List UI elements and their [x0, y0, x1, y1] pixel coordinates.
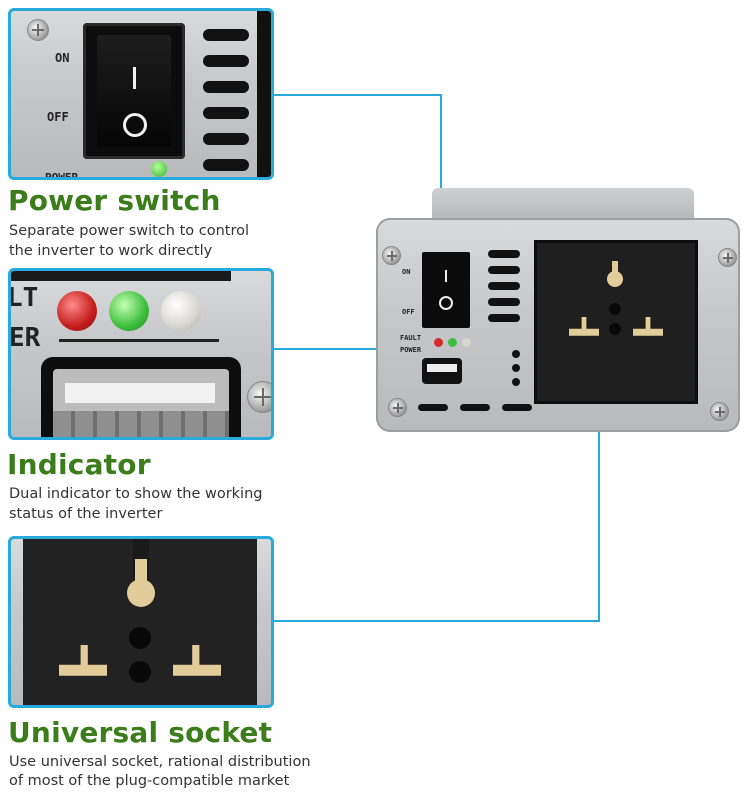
- zoom-on-label: ON: [55, 51, 70, 65]
- vent-slot: [418, 404, 448, 411]
- power-switch-title: Power switch: [8, 184, 221, 217]
- universal-socket-icon: [23, 539, 257, 705]
- power-led-icon: [151, 161, 167, 177]
- vent-slot: [203, 133, 249, 145]
- vent-slot: [488, 314, 520, 322]
- vent-slot: [488, 266, 520, 274]
- vent-slot: [502, 404, 532, 411]
- indicator-desc-line1: Dual indicator to show the working: [9, 486, 263, 502]
- power-switch-desc-line1: Separate power switch to control: [9, 223, 250, 239]
- screw-icon: [388, 398, 407, 417]
- vent-slot: [203, 55, 249, 67]
- led-white-icon: [161, 291, 201, 331]
- device-fault-led-icon: [434, 338, 443, 347]
- vent-slot: [203, 159, 249, 171]
- vent-hole: [512, 364, 520, 372]
- screw-icon: [382, 246, 401, 265]
- power-switch-zoom-panel: ON OFF POWER: [8, 8, 274, 180]
- zoom-off-label: OFF: [47, 110, 69, 124]
- device-white-led-icon: [462, 338, 471, 347]
- screw-icon: [710, 402, 729, 421]
- vent-slot: [488, 250, 520, 258]
- screw-icon: [27, 19, 49, 41]
- vent-slot: [203, 29, 249, 41]
- vent-slot: [203, 81, 249, 93]
- zoom-power-label: POWER: [45, 171, 79, 180]
- device-on-label: ON: [402, 268, 411, 276]
- universal-socket-desc-line2: of most of the plug-compatible market: [9, 773, 290, 789]
- connector-line: [274, 94, 442, 96]
- connector-line: [274, 620, 600, 622]
- vent-slot: [203, 107, 249, 119]
- device-usb-port-icon: [422, 358, 462, 384]
- vent-slot: [488, 298, 520, 306]
- power-led-green-icon: [109, 291, 149, 331]
- fault-led-red-icon: [57, 291, 97, 331]
- universal-socket-desc-line1: Use universal socket, rational distribut…: [9, 754, 311, 770]
- power-switch-desc-line2: the inverter to work directly: [9, 243, 213, 259]
- device-rocker-switch-icon: [422, 252, 470, 328]
- connector-line: [598, 360, 600, 622]
- device-universal-socket-icon: [534, 240, 698, 404]
- device-power-led-icon: [448, 338, 457, 347]
- vent-hole: [512, 378, 520, 386]
- indicator-title: Indicator: [7, 448, 151, 481]
- zoom-power-partial-label: ER: [9, 323, 41, 353]
- indicator-zoom-panel: LT ER: [8, 268, 274, 440]
- usb-port-icon: [41, 357, 241, 437]
- connector-line: [274, 348, 460, 350]
- inverter-device: ON OFF FAULT POWER: [376, 188, 742, 434]
- device-fault-label: FAULT: [400, 334, 422, 342]
- screw-icon: [247, 381, 271, 413]
- device-power-label: POWER: [400, 346, 422, 354]
- vent-hole: [512, 350, 520, 358]
- device-off-label: OFF: [402, 308, 415, 316]
- indicator-desc-line2: status of the inverter: [9, 506, 163, 522]
- vent-slot: [460, 404, 490, 411]
- rocker-switch-icon: [83, 23, 185, 159]
- vent-slot: [488, 282, 520, 290]
- zoom-fault-partial-label: LT: [8, 283, 39, 313]
- screw-icon: [718, 248, 737, 267]
- socket-zoom-panel: [8, 536, 274, 708]
- universal-socket-title: Universal socket: [8, 716, 273, 749]
